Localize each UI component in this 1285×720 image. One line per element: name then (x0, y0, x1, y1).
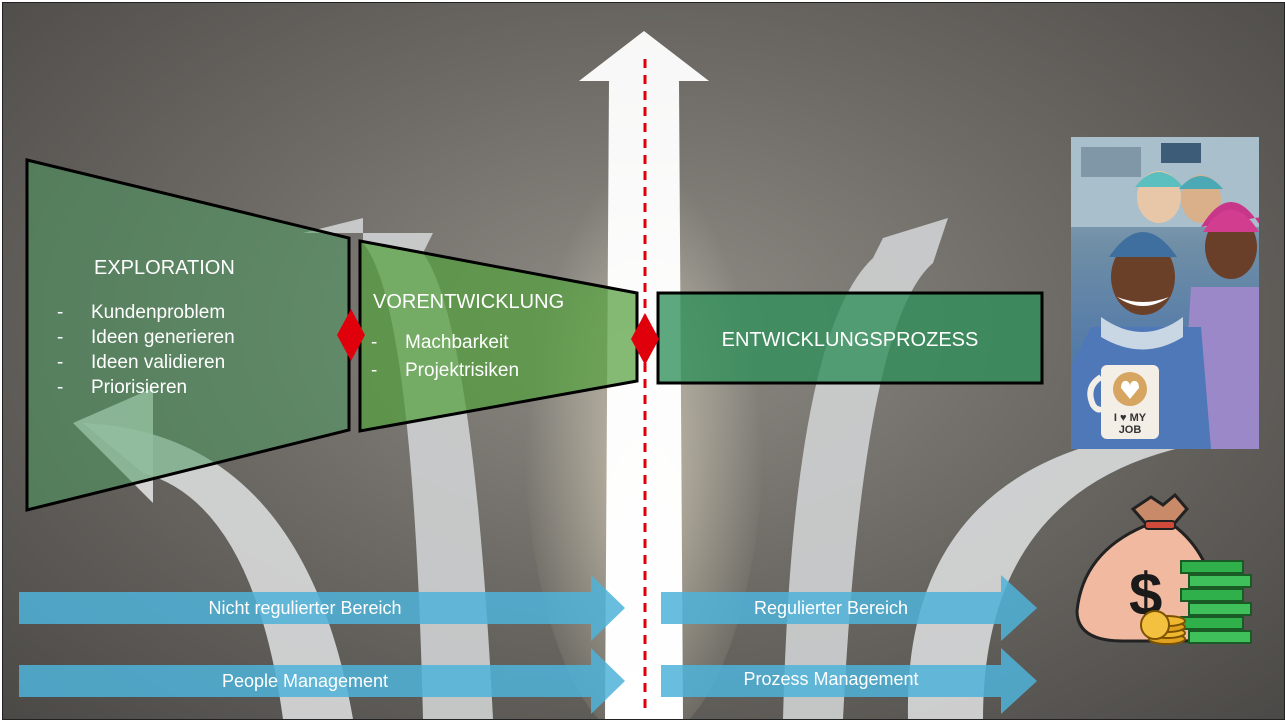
bar-label-prozess: Prozess Management (743, 669, 919, 689)
bullet: - (371, 332, 378, 353)
bullet: - (57, 302, 64, 323)
vorentwicklung-item: Projektrisiken (405, 360, 520, 381)
entwicklungsprozess-title: ENTWICKLUNGSPROZESS (721, 329, 979, 351)
stage-shapes (19, 59, 1044, 715)
arrow-bar-nicht-reguliert (19, 575, 625, 641)
exploration-stage (25, 158, 351, 512)
vorentwicklung-title: VORENTWICKLUNG (373, 291, 565, 313)
gate-diamond-2 (631, 313, 659, 365)
staff-photo-illustration: I ♥ MY JOB (1071, 137, 1259, 449)
center-arrow (579, 31, 709, 719)
mug-text-1: I ♥ MY (1114, 412, 1147, 424)
staff-photo: I ♥ MY JOB (1071, 137, 1259, 449)
bar-label-nicht-reguliert: Nicht regulierter Bereich (208, 598, 402, 618)
exploration-title: EXPLORATION (94, 257, 235, 279)
arrow-bar-reguliert (661, 575, 1037, 641)
road-right-outer (907, 433, 1203, 719)
bullet: - (371, 360, 378, 381)
money-bag-icon: $ (1075, 492, 1252, 645)
vorentwicklung-stage (358, 239, 639, 433)
bullet: - (57, 377, 64, 398)
vorentwicklung-item: Machbarkeit (405, 332, 509, 353)
exploration-item: Priorisieren (91, 377, 188, 398)
exploration-item: Ideen validieren (91, 352, 226, 373)
road-left-outer (83, 423, 353, 719)
bill-stack-icon (1180, 560, 1252, 644)
bar-label-reguliert: Regulierter Bereich (753, 598, 909, 618)
bullet: - (57, 352, 64, 373)
gate-diamond-1 (337, 309, 365, 361)
exploration-item: Kundenproblem (91, 302, 226, 323)
entwicklungsprozess-stage (656, 291, 1044, 385)
arrow-bar-prozess (661, 648, 1037, 714)
bar-label-people: People Management (221, 671, 389, 691)
exploration-item: Ideen generieren (91, 327, 235, 348)
mug-text-2: JOB (1119, 424, 1142, 436)
arrow-bar-people (19, 648, 625, 714)
bullet: - (57, 327, 64, 348)
coin-stack-icon (1140, 610, 1186, 645)
